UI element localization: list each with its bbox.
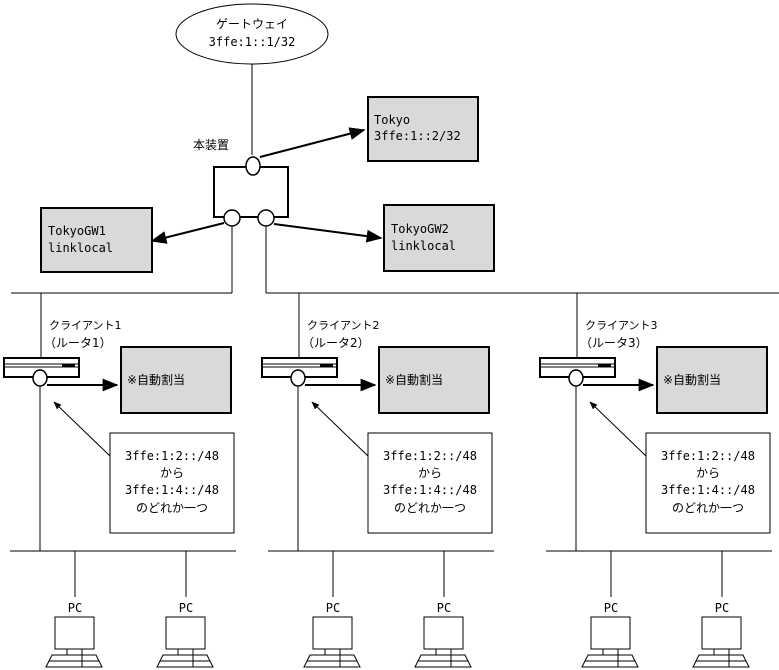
arrow-prefix-to-router: [589, 401, 647, 457]
client-name: クライアント3: [585, 319, 658, 332]
tokyogw1-name: TokyoGW1: [48, 224, 106, 238]
auto-assign-label: ※自動割当: [127, 372, 185, 387]
arrow-prefix-to-router: [53, 401, 111, 457]
auto-assign-label: ※自動割当: [663, 372, 721, 387]
router-port: [568, 369, 584, 387]
pc-node: PC: [414, 551, 472, 668]
pc-label: PC: [68, 601, 82, 615]
prefix-from-word: から: [696, 466, 720, 480]
client-router-label: （ルータ1）: [44, 336, 112, 350]
pc-node: PC: [156, 551, 214, 668]
tokyogw2-address: linklocal: [391, 239, 456, 253]
auto-assign-box: [120, 346, 232, 414]
gateway-node: ゲートウェイ 3ffe:1::1/32: [175, 3, 329, 65]
pc-node: PC: [45, 551, 103, 668]
prefix-pick-one: のどれか一つ: [394, 501, 466, 515]
tokyo-name: Tokyo: [374, 113, 410, 127]
router-port: [290, 369, 306, 387]
prefix-to: 3ffe:1:4::/48: [383, 483, 477, 497]
auto-assign-label: ※自動割当: [385, 372, 443, 387]
device-node: 本装置: [193, 138, 289, 227]
arrow-prefix-to-router: [311, 401, 369, 457]
tokyogw1-box: TokyoGW1 linklocal: [40, 207, 153, 273]
pc-icon: [303, 616, 361, 668]
pc-icon: [156, 616, 214, 668]
prefix-from: 3ffe:1:2::/48: [125, 449, 219, 463]
prefix-from: 3ffe:1:2::/48: [661, 449, 755, 463]
auto-assign-box: [656, 346, 768, 414]
prefix-box: [109, 432, 235, 534]
pc-label: PC: [437, 601, 451, 615]
prefix-box: [367, 432, 493, 534]
client-name: クライアント2: [307, 319, 380, 332]
device-port-lan1: [223, 209, 241, 227]
pc-label: PC: [715, 601, 729, 615]
pc-node: PC: [303, 551, 361, 668]
arrow-to-tokyogw2: [273, 223, 383, 243]
client-name: クライアント1: [49, 319, 122, 332]
tokyogw1-rect: [40, 207, 153, 273]
gateway-ellipse: [175, 3, 329, 65]
prefix-to: 3ffe:1:4::/48: [661, 483, 755, 497]
tokyogw2-box: TokyoGW2 linklocal: [383, 204, 495, 272]
gateway-address: 3ffe:1::1/32: [209, 35, 296, 49]
tokyogw2-rect: [383, 204, 495, 272]
prefix-box: [645, 432, 771, 534]
client-group: クライアント3（ルータ3）※自動割当3ffe:1:2::/48から3ffe:1:…: [539, 293, 772, 668]
client-groups: クライアント1（ルータ1）※自動割当3ffe:1:2::/48から3ffe:1:…: [3, 293, 772, 668]
gateway-name: ゲートウェイ: [216, 17, 288, 31]
prefix-to: 3ffe:1:4::/48: [125, 483, 219, 497]
tokyo-box: Tokyo 3ffe:1::2/32: [367, 96, 479, 162]
tokyogw1-address: linklocal: [48, 241, 113, 255]
pc-node: PC: [581, 551, 639, 668]
prefix-pick-one: のどれか一つ: [672, 501, 744, 515]
tokyo-address: 3ffe:1::2/32: [374, 129, 461, 143]
router-icon: [261, 357, 338, 378]
device-port-upstream: [245, 156, 261, 176]
device-label: 本装置: [193, 138, 229, 152]
arrow-to-tokyo: [259, 127, 366, 158]
router-port: [32, 369, 48, 387]
prefix-from: 3ffe:1:2::/48: [383, 449, 477, 463]
client-group: クライアント2（ルータ2）※自動割当3ffe:1:2::/48から3ffe:1:…: [261, 293, 494, 668]
pc-icon: [45, 616, 103, 668]
client-router-label: （ルータ2）: [302, 336, 370, 350]
auto-assign-box: [378, 346, 490, 414]
pc-icon: [692, 616, 750, 668]
device-port-lan2: [257, 209, 275, 227]
pc-icon: [414, 616, 472, 668]
pc-label: PC: [179, 601, 193, 615]
arrow-to-tokyogw1: [150, 222, 225, 244]
pc-icon: [581, 616, 639, 668]
pc-label: PC: [326, 601, 340, 615]
router-icon: [539, 357, 616, 378]
prefix-from-word: から: [418, 466, 442, 480]
tokyogw2-name: TokyoGW2: [391, 222, 449, 236]
pc-node: PC: [692, 551, 750, 668]
prefix-pick-one: のどれか一つ: [136, 501, 208, 515]
tokyo-rect: [367, 96, 479, 162]
client-router-label: （ルータ3）: [580, 336, 648, 350]
pc-label: PC: [604, 601, 618, 615]
prefix-from-word: から: [160, 466, 184, 480]
client-group: クライアント1（ルータ1）※自動割当3ffe:1:2::/48から3ffe:1:…: [3, 293, 236, 668]
